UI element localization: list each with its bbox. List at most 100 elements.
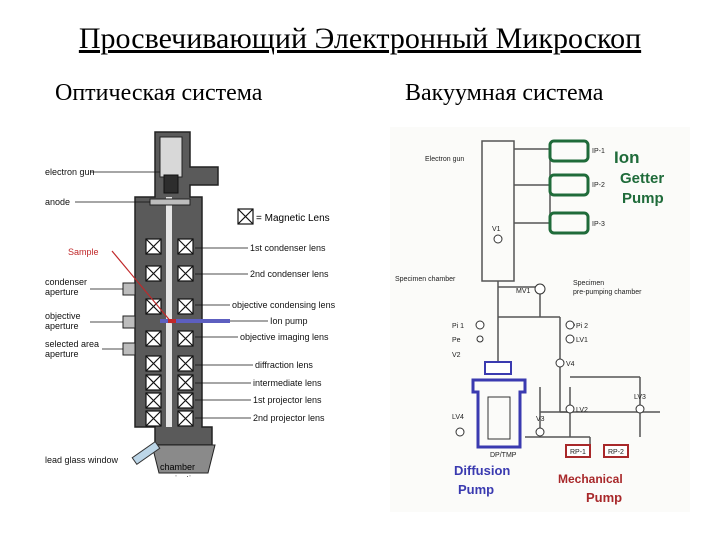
magnetic-lens bbox=[177, 298, 194, 315]
label-prepump-1: Specimen bbox=[573, 280, 604, 287]
label-sample: Sample bbox=[68, 247, 99, 257]
label-dp-tmp: DP/TMP bbox=[490, 452, 517, 459]
anode bbox=[149, 198, 191, 206]
label-v3: V3 bbox=[536, 416, 545, 423]
label-lv3: LV3 bbox=[634, 394, 646, 401]
magnetic-lens bbox=[177, 330, 194, 347]
label-lv2: LV2 bbox=[576, 407, 588, 414]
magnetic-lens bbox=[145, 374, 162, 391]
label-selected-area-1: selected area bbox=[45, 339, 99, 349]
valve-pe bbox=[476, 335, 484, 343]
label-rp2: RP-2 bbox=[608, 449, 624, 456]
note-diffusion-2: Pump bbox=[458, 482, 494, 497]
magnetic-lens bbox=[177, 392, 194, 409]
valve-lv3 bbox=[635, 404, 645, 414]
note-ion-getter-3: Pump bbox=[622, 190, 664, 207]
valve-v3 bbox=[535, 427, 545, 437]
label-pe: Pe bbox=[452, 337, 461, 344]
label-projecting-1: projecting bbox=[162, 474, 201, 477]
label-2nd-condenser-lens: 2nd condenser lens bbox=[250, 269, 329, 279]
label-lead-glass-window: lead glass window bbox=[45, 455, 119, 465]
label-projecting-2: chamber bbox=[160, 462, 195, 472]
valve-pi2 bbox=[565, 320, 575, 330]
valve-v4 bbox=[555, 358, 565, 368]
sample-marker bbox=[168, 319, 176, 323]
magnetic-lens bbox=[145, 355, 162, 372]
valve-lv2 bbox=[565, 404, 575, 414]
label-mv1: MV1 bbox=[516, 288, 531, 295]
valve-pi1 bbox=[475, 320, 485, 330]
ion-pump-3 bbox=[548, 211, 590, 235]
magnetic-lens bbox=[177, 355, 194, 372]
legend-label: = Magnetic Lens bbox=[256, 213, 330, 224]
label-ip3: IP-3 bbox=[592, 221, 605, 228]
label-electron-gun: electron gun bbox=[45, 167, 95, 177]
electron-gun bbox=[159, 136, 183, 178]
label-specimen-chamber: Specimen chamber bbox=[395, 276, 456, 283]
label-ion-pump: Ion pump bbox=[270, 316, 308, 326]
label-pi2: Pi 2 bbox=[576, 323, 588, 330]
ion-getter-pumps bbox=[548, 139, 590, 235]
magnetic-lens bbox=[177, 238, 194, 255]
label-1st-condenser-lens: 1st condenser lens bbox=[250, 243, 326, 253]
label-lv4: LV4 bbox=[452, 414, 464, 421]
magnetic-lens bbox=[145, 265, 162, 282]
magnetic-lens bbox=[145, 298, 162, 315]
ion-pump-2 bbox=[548, 173, 590, 197]
note-mechanical-2: Pump bbox=[586, 490, 622, 505]
rotary-pump-2 bbox=[603, 444, 629, 458]
vacuum-system-diagram: Electron gun IP-1 IP-2 IP-3 V1 Specimen … bbox=[390, 127, 690, 512]
label-objective-condensing-lens: objective condensing lens bbox=[232, 300, 336, 310]
column-bore bbox=[166, 197, 172, 427]
vacuum-system-heading: Вакуумная система bbox=[405, 80, 604, 106]
label-electron-gun: Electron gun bbox=[425, 156, 464, 163]
valve-mv1 bbox=[534, 283, 546, 295]
magnetic-lens bbox=[177, 374, 194, 391]
magnetic-lens bbox=[145, 330, 162, 347]
label-objective-aperture-1: objective bbox=[45, 311, 81, 321]
slide-title: Просвечивающий Электронный Микроскоп bbox=[78, 22, 642, 55]
magnetic-lens bbox=[145, 392, 162, 409]
aperture-knobs bbox=[122, 282, 136, 356]
label-v2: V2 bbox=[452, 352, 461, 359]
magnetic-lens bbox=[145, 238, 162, 255]
ion-pump-bar bbox=[160, 319, 230, 323]
label-1st-projector-lens: 1st projector lens bbox=[253, 395, 322, 405]
optical-system-heading: Оптическая система bbox=[55, 80, 263, 106]
valve-v1 bbox=[493, 234, 503, 244]
ion-pump-1 bbox=[548, 139, 590, 163]
diffusion-pump bbox=[471, 361, 527, 449]
magnetic-lens bbox=[177, 265, 194, 282]
valve-lv1 bbox=[565, 334, 575, 344]
label-diffraction-lens: diffraction lens bbox=[255, 360, 313, 370]
label-2nd-projector-lens: 2nd projector lens bbox=[253, 413, 325, 423]
label-rp1: RP-1 bbox=[570, 449, 586, 456]
note-ion-getter-1: Ion bbox=[614, 148, 640, 167]
label-selected-area-2: aperture bbox=[45, 349, 79, 359]
note-diffusion-1: Diffusion bbox=[454, 463, 510, 478]
label-prepump-2: pre-pumping chamber bbox=[573, 289, 642, 296]
lens-stack-right bbox=[177, 238, 194, 427]
note-ion-getter-2: Getter bbox=[620, 170, 664, 187]
label-condenser-aperture-1: condenser bbox=[45, 277, 87, 287]
valve-lv4 bbox=[455, 427, 465, 437]
note-mechanical-1: Mechanical bbox=[558, 472, 623, 486]
label-v1: V1 bbox=[492, 226, 501, 233]
label-objective-aperture-2: aperture bbox=[45, 321, 79, 331]
optical-system-svg: = Magnetic Lens electron gun anode Sampl… bbox=[45, 131, 336, 484]
magnetic-lens bbox=[177, 410, 194, 427]
legend-magnetic-lens: = Magnetic Lens bbox=[237, 208, 330, 225]
magnetic-lens bbox=[145, 410, 162, 427]
label-condenser-aperture-2: aperture bbox=[45, 287, 79, 297]
label-objective-imaging-lens: objective imaging lens bbox=[240, 332, 329, 342]
lens-stack-left bbox=[145, 238, 162, 427]
label-ip2: IP-2 bbox=[592, 182, 605, 189]
label-ip1: IP-1 bbox=[592, 148, 605, 155]
rotary-pump-1 bbox=[565, 444, 591, 458]
vacuum-system-svg: Electron gun IP-1 IP-2 IP-3 V1 Specimen … bbox=[390, 127, 690, 512]
optical-system-diagram: = Magnetic Lens electron gun anode Sampl… bbox=[40, 127, 370, 484]
lead-glass-window bbox=[131, 440, 161, 466]
label-lv1: LV1 bbox=[576, 337, 588, 344]
label-intermediate-lens: intermediate lens bbox=[253, 378, 322, 388]
projecting-chamber bbox=[151, 444, 216, 474]
